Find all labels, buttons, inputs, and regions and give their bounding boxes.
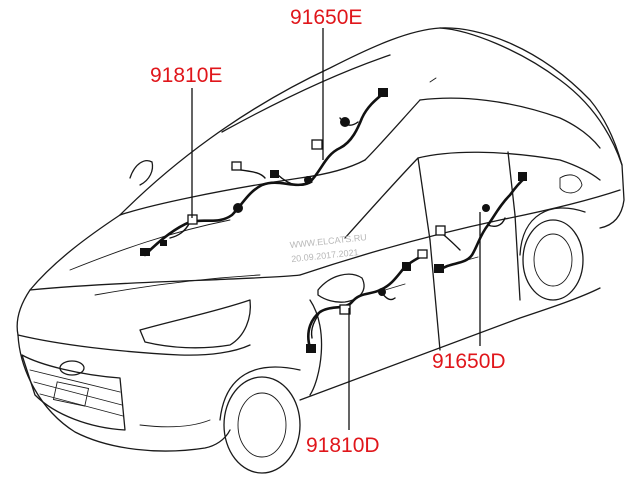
harness-roof <box>140 88 388 257</box>
harness-front-door <box>306 249 428 353</box>
part-label-91650E: 91650E <box>290 6 362 29</box>
watermark: WWW.ELCATS.RU 20.09.2017.2021 <box>289 232 367 264</box>
part-labels: 91650E 91810E 91650D 91810D <box>150 6 506 457</box>
part-label-91810D: 91810D <box>306 434 380 457</box>
harness-rear-door <box>434 172 527 273</box>
leader-lines <box>191 28 481 430</box>
part-label-91810E: 91810E <box>150 64 222 87</box>
part-label-91650D: 91650D <box>432 350 506 373</box>
car-body <box>16 27 625 474</box>
watermark-line2: 20.09.2017.2021 <box>291 247 359 264</box>
